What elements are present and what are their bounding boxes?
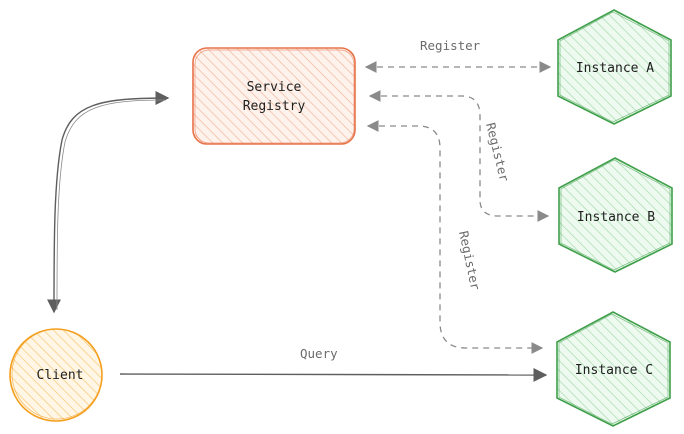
label-query: Query	[300, 346, 338, 361]
client-node[interactable]: Client	[9, 328, 103, 422]
instance-a-label: Instance A	[576, 61, 654, 76]
edge-register-c	[366, 120, 544, 354]
edge-client-registry	[47, 91, 170, 314]
edge-query	[119, 367, 548, 382]
instance-a-node[interactable]: Instance A	[557, 9, 672, 125]
service-registry-label-line2: Registry	[243, 99, 306, 114]
service-registry-label-line1: Service	[247, 80, 302, 95]
label-register-b: Register	[483, 121, 512, 184]
instance-c-node[interactable]: Instance C	[556, 311, 671, 427]
service-registry-node[interactable]: Service Registry	[192, 47, 356, 145]
instance-c-label: Instance C	[575, 363, 653, 378]
label-register-c: Register	[456, 230, 483, 292]
edge-register-b	[368, 90, 550, 222]
instance-b-label: Instance B	[577, 210, 655, 225]
edge-client-registry-sketch	[56, 99, 167, 311]
instance-b-node[interactable]: Instance B	[558, 157, 673, 273]
label-register-a: Register	[420, 38, 481, 53]
client-label: Client	[37, 368, 84, 383]
